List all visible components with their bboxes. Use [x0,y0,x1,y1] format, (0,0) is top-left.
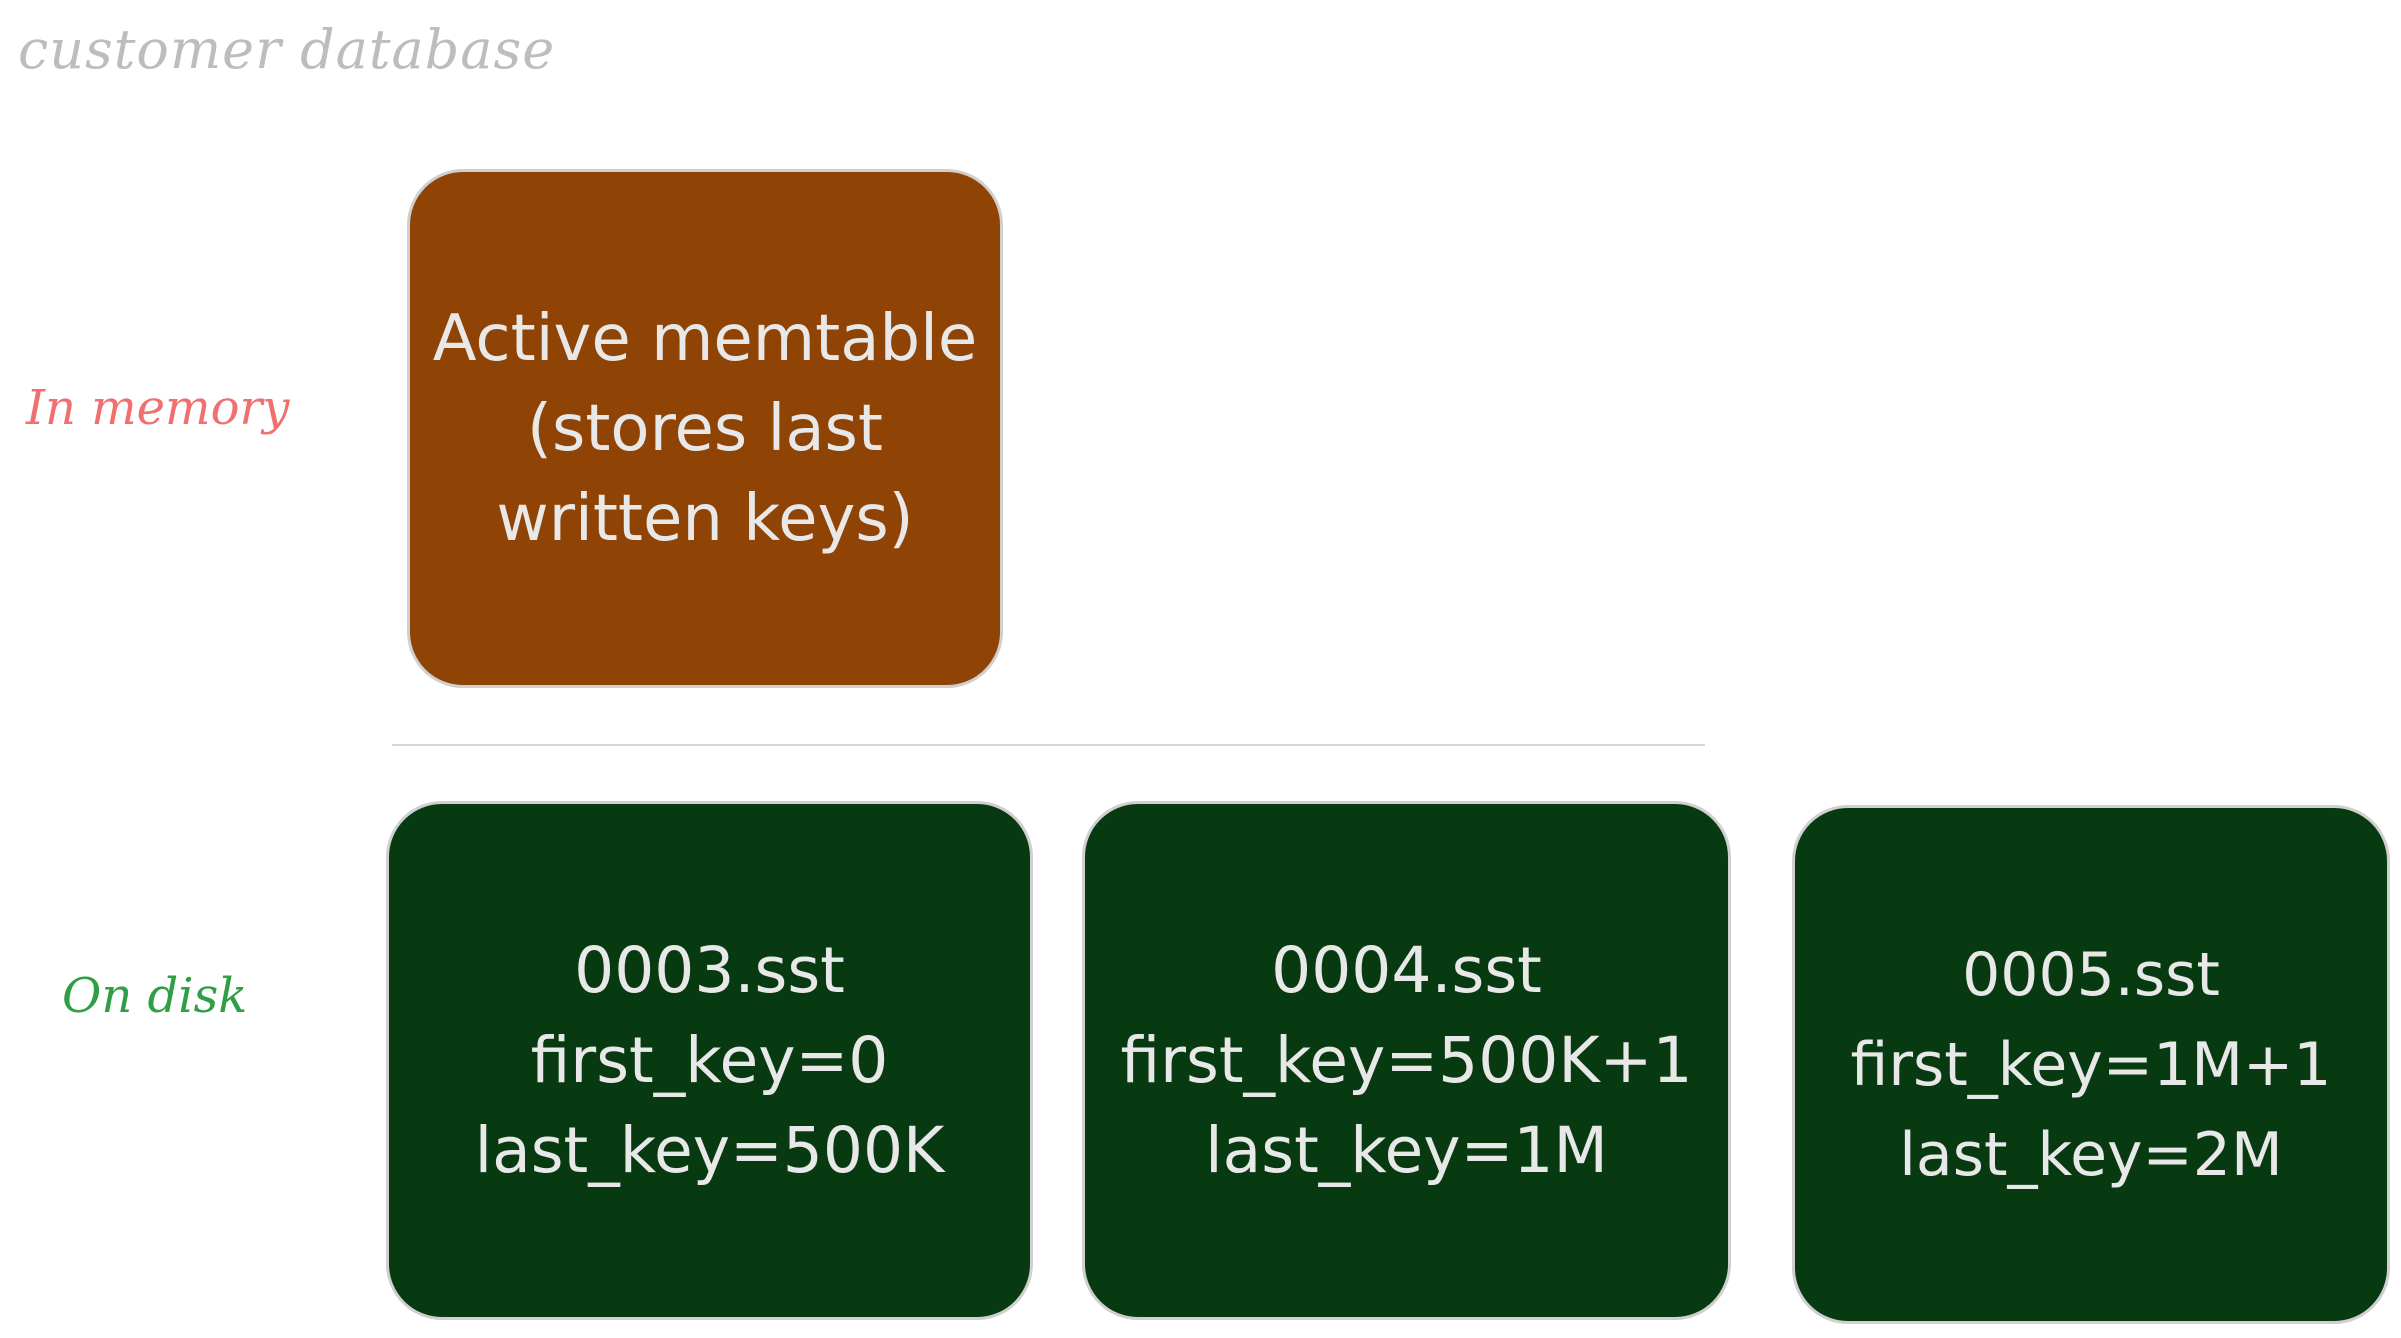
sst-file-box-0005: 0005.sst first_key=1M+1 last_key=2M [1792,805,2390,1324]
sst-last-key: last_key=2M [1899,1119,2283,1190]
diagram-title: customer database [18,18,556,81]
memtable-text-line-3: written keys) [496,481,914,556]
sst-file-box-0003: 0003.sst first_key=0 last_key=500K [386,801,1033,1320]
sst-first-key: first_key=0 [530,1023,889,1097]
sst-file-name: 0004.sst [1271,933,1542,1007]
sst-last-key: last_key=500K [474,1113,945,1187]
memory-disk-divider [392,744,1705,746]
sst-first-key: first_key=500K+1 [1120,1023,1693,1097]
on-disk-label: On disk [62,968,248,1024]
memtable-text-line-1: Active memtable [432,301,978,376]
active-memtable-box: Active memtable (stores last written key… [407,169,1003,688]
sst-first-key: first_key=1M+1 [1850,1029,2332,1100]
sst-last-key: last_key=1M [1205,1113,1608,1187]
in-memory-label: In memory [26,380,290,436]
sst-file-name: 0005.sst [1962,939,2220,1010]
sst-file-box-0004: 0004.sst first_key=500K+1 last_key=1M [1082,801,1731,1320]
memtable-text-line-2: (stores last [527,391,883,466]
sst-file-name: 0003.sst [574,933,845,1007]
